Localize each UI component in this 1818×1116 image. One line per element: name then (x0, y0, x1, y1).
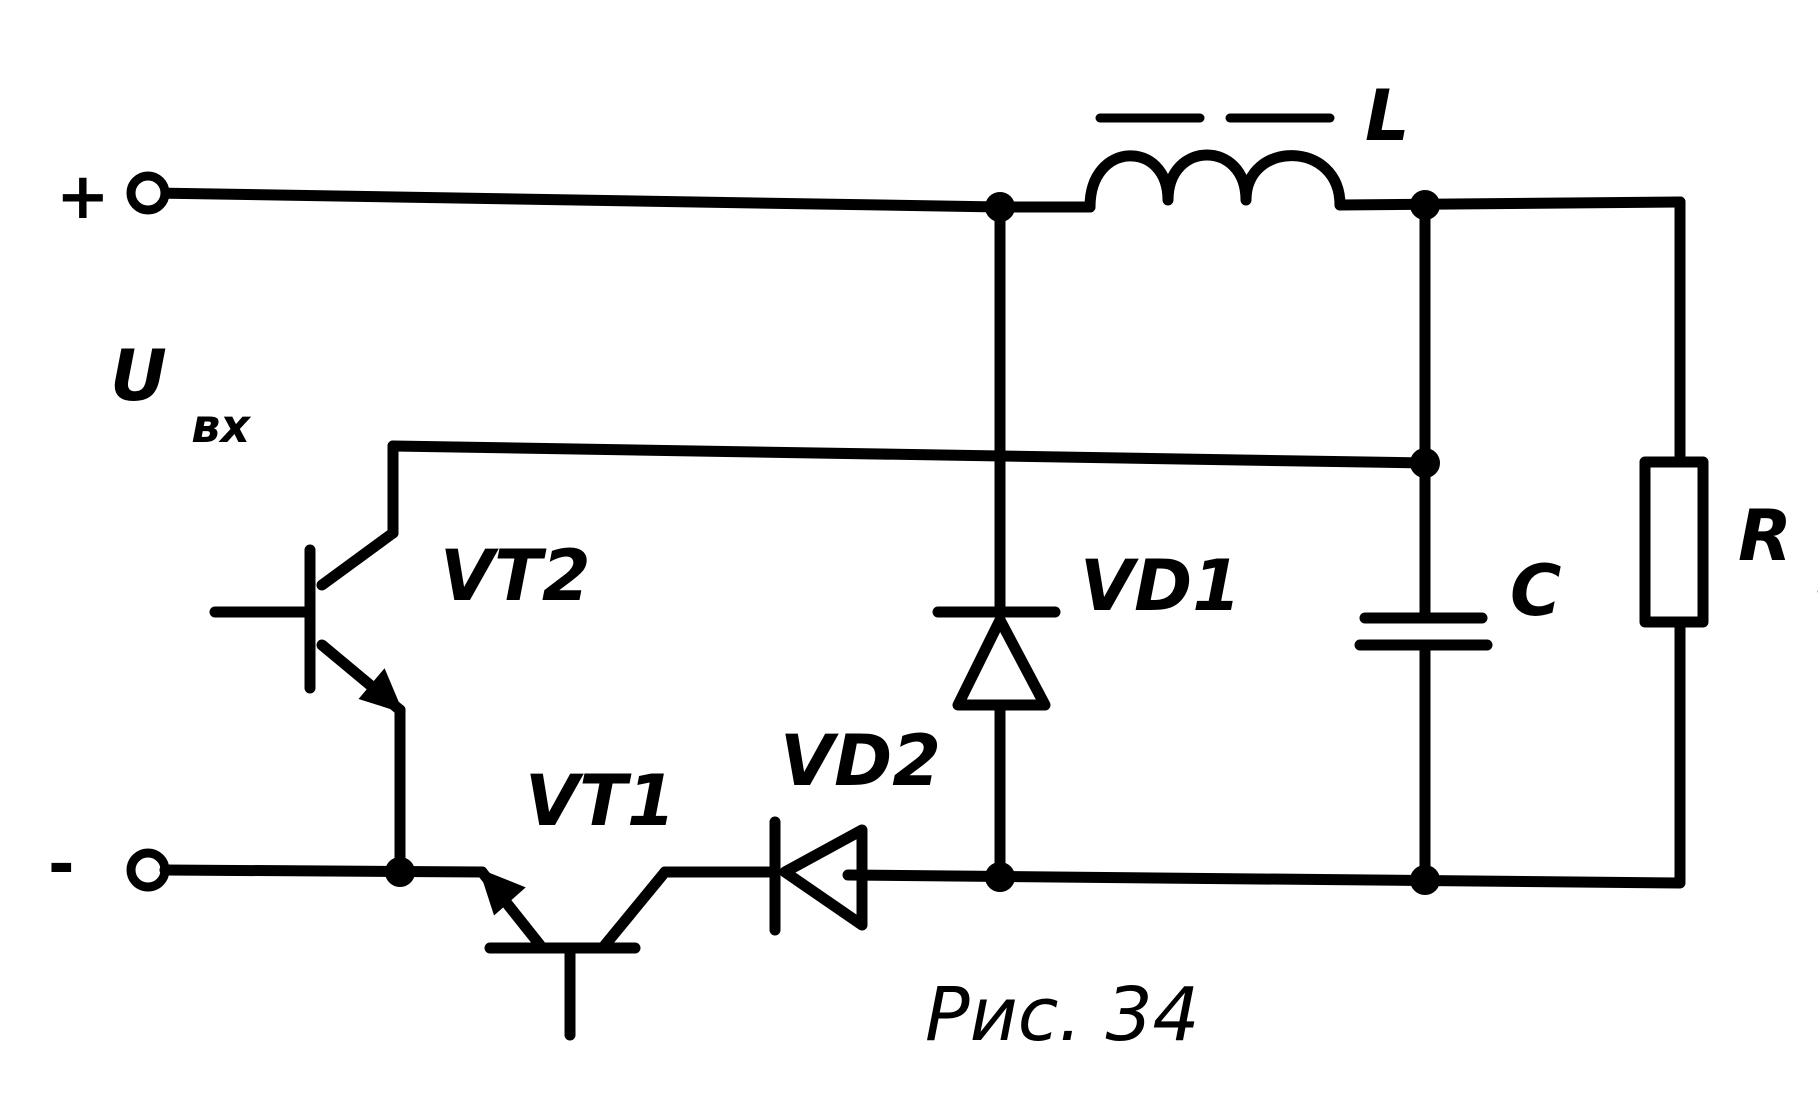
junction-dot (1410, 448, 1440, 478)
junction-dot (985, 862, 1015, 892)
junction-dot (1410, 865, 1440, 895)
transistor-vt1-symbol (476, 866, 671, 1041)
diode-vd2-label: VD2 (780, 720, 941, 802)
junction-dot (985, 192, 1015, 222)
capacitor-label: C (1510, 550, 1561, 632)
transistor-vt2-symbol (209, 440, 406, 876)
diode-vd2-symbol (769, 816, 868, 936)
load-resistor-symbol (1639, 456, 1709, 628)
input-voltage-symbol: U (110, 335, 167, 417)
minus-sign: - (48, 828, 75, 902)
junction-dots (385, 190, 1440, 895)
plus-sign: + (56, 160, 110, 234)
junction-dot (385, 857, 415, 887)
diode-vd1-symbol (932, 606, 1061, 711)
diode-vd1-label: VD1 (1080, 545, 1241, 627)
inductor-label: L (1365, 75, 1410, 157)
transistor-vt2-label: VT2 (440, 535, 591, 617)
load-resistor-label: R н (1738, 495, 1818, 603)
load-resistor-symbol-letter: R (1738, 495, 1792, 577)
transistor-vt1-label: VT1 (525, 760, 676, 842)
top-rail (147, 187, 1686, 213)
figure-caption: Рис. 34 (925, 972, 1200, 1058)
capacitor-symbol (1354, 612, 1493, 651)
inductor-symbol (1084, 113, 1346, 213)
load-resistor-subscript: н (1816, 549, 1818, 603)
middle-rail (387, 440, 1431, 469)
junction-dot (1410, 190, 1440, 220)
positive-terminal (126, 171, 170, 215)
input-voltage-label: U вх (110, 335, 251, 453)
input-voltage-subscript: вх (191, 399, 251, 453)
